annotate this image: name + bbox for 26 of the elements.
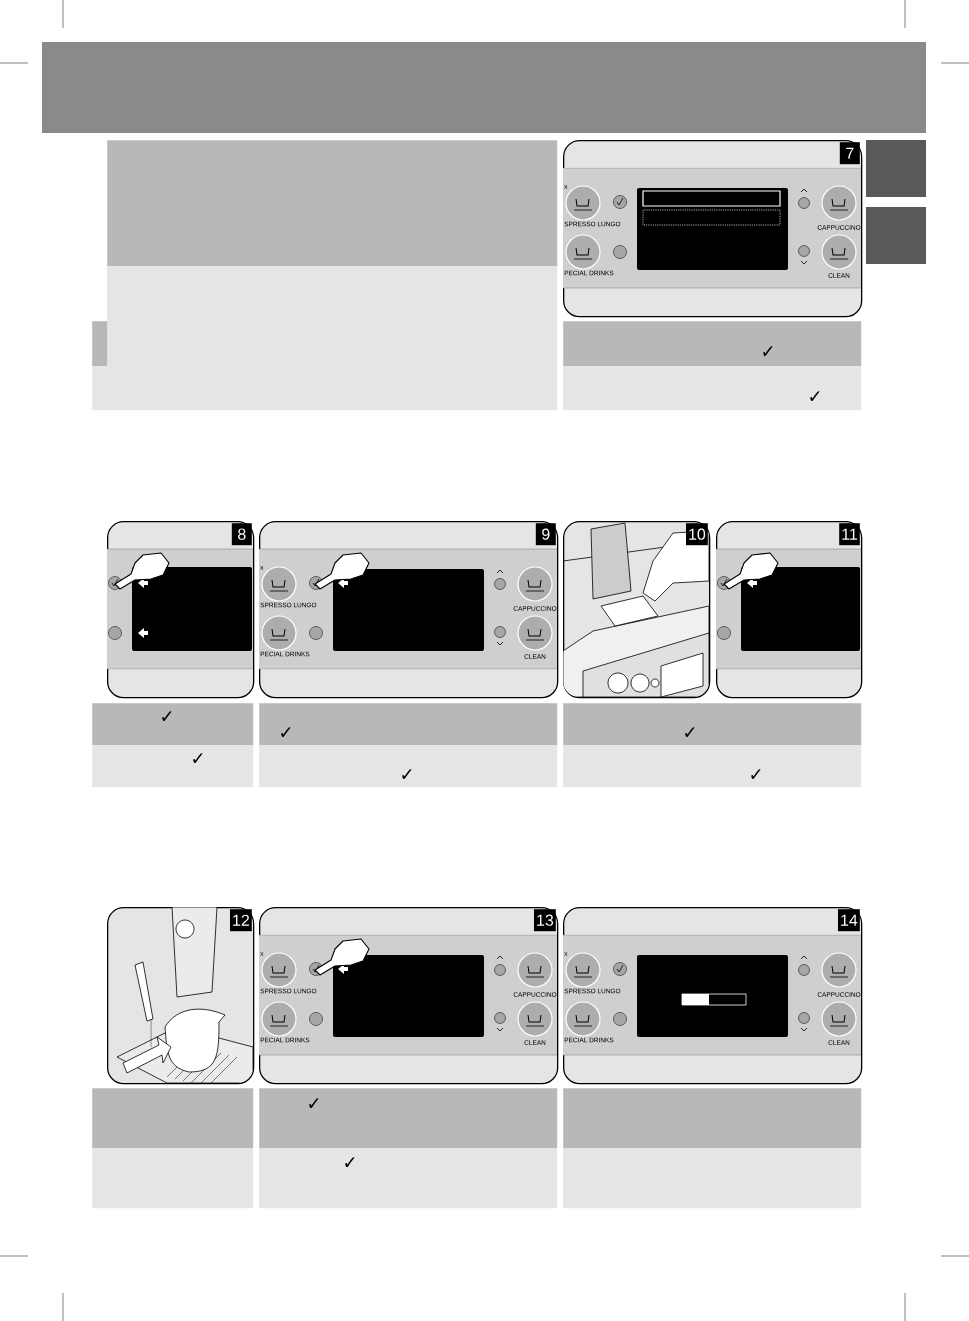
step-number: 11 (839, 523, 860, 546)
text-band (92, 1088, 254, 1149)
text-band: ✓ (563, 745, 862, 788)
step-number: 10 (686, 523, 708, 546)
step-number: 8 (231, 523, 252, 546)
step-number: 13 (534, 909, 556, 932)
text-band (563, 1148, 862, 1209)
step-number: 12 (230, 909, 252, 932)
text-band (563, 1088, 862, 1149)
text-band: ✓ (563, 703, 862, 746)
text-band: ✓ (563, 321, 862, 367)
step-number: 7 (839, 142, 860, 165)
text-band (107, 140, 558, 267)
step-number: 9 (535, 523, 556, 546)
text-band: ✓ (259, 703, 558, 746)
text-band (107, 266, 558, 411)
text-band: ✓ (563, 366, 862, 411)
text-band: ✓ (92, 703, 254, 746)
text-band (92, 366, 108, 411)
text-band: ✓ (259, 1088, 558, 1149)
text-band: ✓ (259, 1148, 558, 1209)
step-number: 14 (838, 909, 860, 932)
text-band (92, 1148, 254, 1209)
text-band: ✓ (92, 745, 254, 788)
text-band (92, 321, 108, 367)
text-band: ✓ (259, 745, 558, 788)
